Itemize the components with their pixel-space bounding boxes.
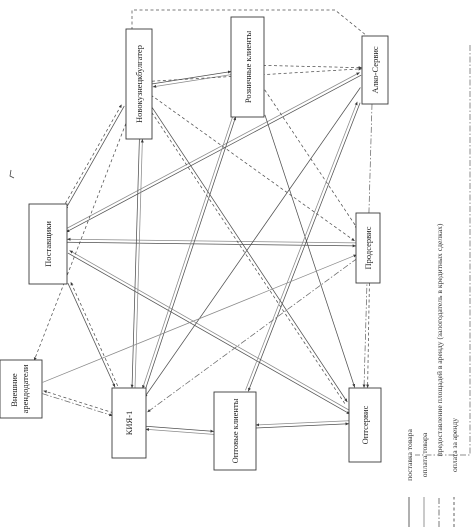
node-label-alko: Алко-Сервис — [370, 46, 380, 94]
edge-kiya-to-retail — [144, 116, 237, 390]
node-prodservis: Продсервис — [355, 212, 381, 284]
edge-suppliers-to-kiya — [67, 283, 116, 388]
edge-landlords-to-kiya — [42, 393, 113, 417]
edge-kiya-to-suppliers — [70, 281, 119, 387]
edge-wholesale-to-kiya — [145, 428, 214, 435]
legend-item-supply: поставка товара — [405, 429, 414, 527]
edge-suppliers-to-novokuznetsk — [62, 104, 123, 209]
node-label-optservis: Оптсервис — [360, 405, 370, 444]
edge-optservis-to-wholesale — [255, 420, 349, 427]
legend: поставка товара оплата товара предоставл… — [405, 223, 459, 527]
edge-retail-to-kiya — [142, 115, 234, 389]
legend-item-rentpay: оплата за аренду — [450, 418, 459, 527]
nodes-layer: Новокузнецкбулгатер Розничные клиенты Ал… — [0, 16, 389, 471]
edge-retail-to-novokuznetsk — [152, 74, 232, 88]
node-kiya: КИЯ-1 — [111, 387, 147, 459]
edge-landlords-to-prodservis — [42, 254, 357, 383]
edge-optservis-to-novokuznetsk — [147, 106, 346, 404]
node-label-novokuznetsk: Новокузнецкбулгатер — [134, 45, 144, 123]
edge-retail-to-prodservis — [264, 89, 359, 230]
edge-kiya-to-landlords — [43, 390, 114, 414]
edge-alko-to-wholesale — [247, 102, 361, 392]
edge-novokuznetsk-to-optservis — [149, 104, 348, 403]
legend-label-payment: оплата товара — [420, 432, 429, 477]
top-wrap-edge — [131, 9, 373, 41]
edge-retail-to-optservis — [264, 114, 356, 388]
landlords-label-line2: арендодатели — [20, 364, 30, 413]
node-label-wholesale: Оптовые клиенты — [230, 398, 240, 463]
edge-alko-to-kiya — [144, 87, 361, 398]
node-suppliers: Поставщики — [28, 203, 68, 285]
edge-prodservis-to-optservis — [366, 282, 370, 389]
node-label-prodservis: Продсервис — [363, 226, 373, 269]
edge-kiya-to-wholesale — [145, 425, 214, 433]
edge-novokuznetsk-to-prodservis — [150, 94, 356, 242]
node-label-retail: Розничные клиенты — [243, 31, 253, 104]
node-landlords: Внешние арендодатели — [0, 359, 43, 419]
landlords-label-line1: Внешние — [9, 373, 19, 407]
edge-suppliers-to-optservis — [67, 252, 351, 415]
edge-novokuznetsk-to-landlords — [33, 118, 129, 361]
edge-prodservis-to-suppliers — [67, 237, 357, 244]
edge-suppliers-to-prodservis — [66, 241, 357, 248]
legend-label-rent: предоставление площадей в аренду (залого… — [435, 223, 444, 456]
legend-item-payment: оплата товара — [420, 432, 429, 527]
edge-alko-to-suppliers — [65, 74, 362, 233]
edge-retail-to-alko — [262, 65, 363, 70]
edge-novokuznetsk-to-suppliers — [64, 105, 125, 210]
edge-wholesale-to-optservis — [255, 422, 349, 429]
node-label-suppliers: Поставщики — [43, 221, 53, 267]
node-retail: Розничные клиенты — [230, 16, 265, 118]
stray-mark — [9, 169, 15, 179]
node-wholesale: Оптовые клиенты — [213, 391, 257, 471]
node-novokuznetsk: Новокузнецкбулгатер — [125, 28, 153, 140]
edge-suppliers-to-alko — [64, 72, 360, 230]
edge-kiya-to-novokuznetsk — [134, 139, 144, 389]
node-label-kiya: КИЯ-1 — [124, 411, 134, 436]
edge-prodservis-to-kiya — [146, 258, 358, 413]
node-optservis: Оптсервис — [348, 387, 382, 463]
node-alko: Алко-Сервис — [361, 35, 389, 105]
edge-novokuznetsk-to-kiya — [130, 139, 140, 389]
node-label-landlords: Внешние арендодатели — [9, 364, 30, 413]
legend-label-supply: поставка товара — [405, 429, 414, 481]
edge-wholesale-to-alko — [245, 101, 358, 391]
edges-layer — [33, 65, 373, 435]
edge-optservis-to-suppliers — [69, 250, 352, 412]
legend-label-rentpay: оплата за аренду — [450, 418, 459, 472]
legend-item-rent: предоставление площадей в аренду (залого… — [435, 223, 444, 527]
edge-novokuznetsk-to-retail — [152, 70, 232, 85]
